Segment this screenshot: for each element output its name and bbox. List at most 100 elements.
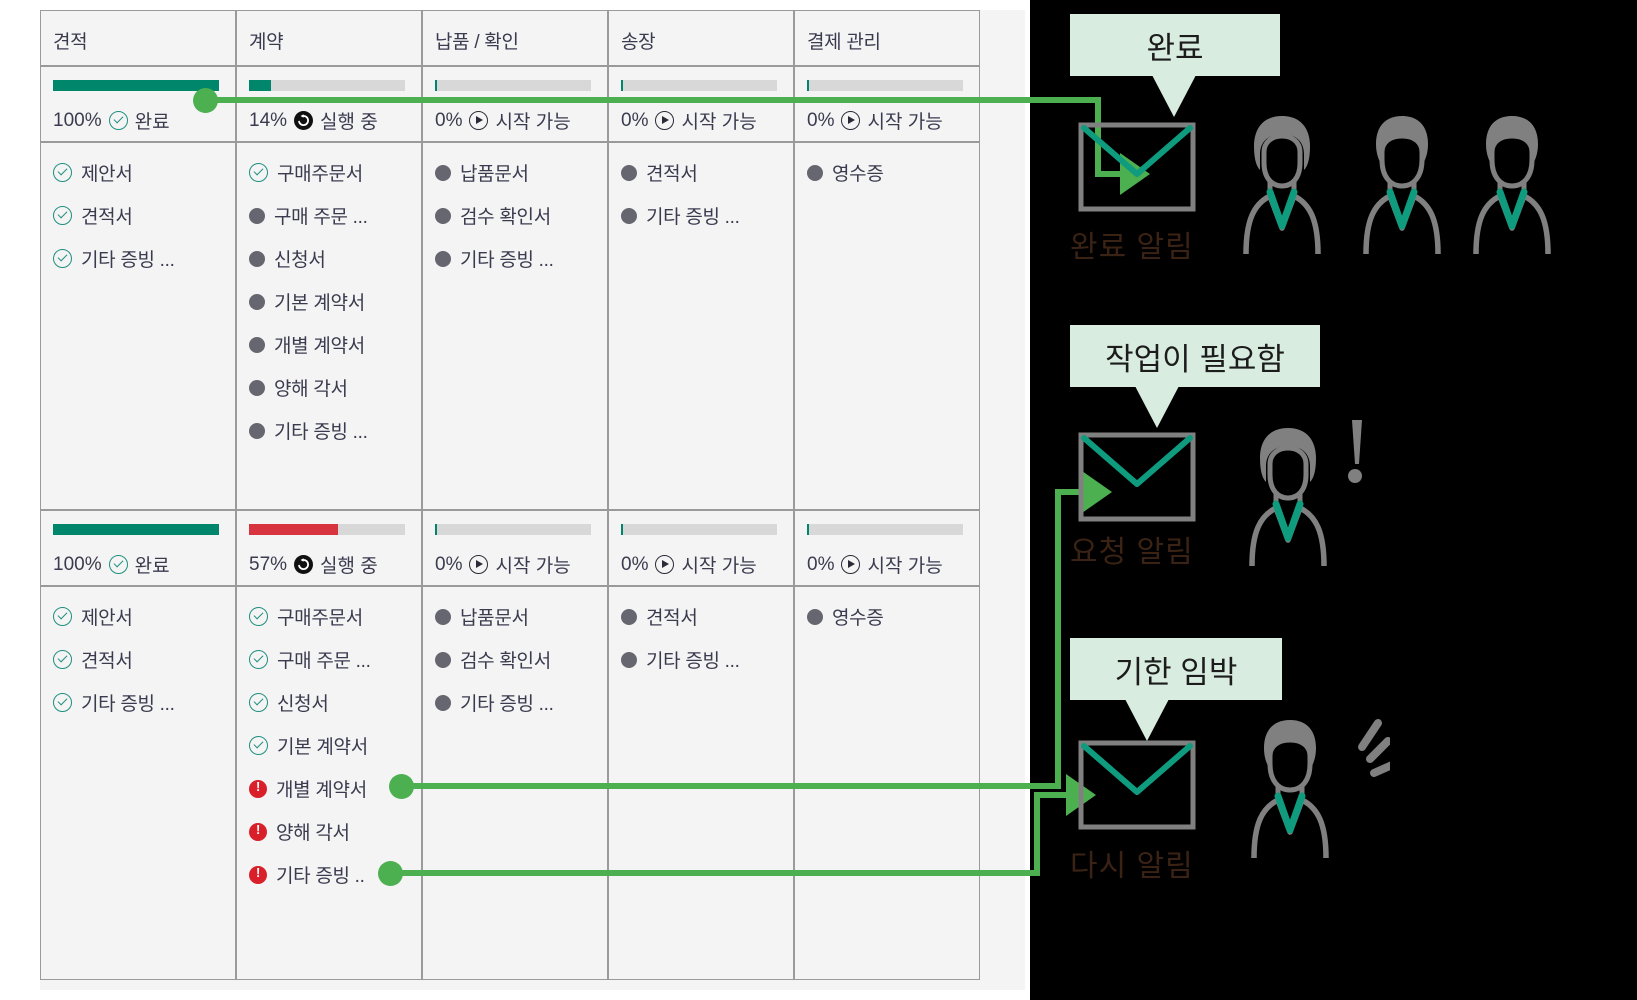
list-item[interactable]: 개별 계약서 [249,767,371,810]
progress-bar-track [621,80,777,91]
list-item[interactable]: 제안서 [53,595,175,638]
progress-bar-track [807,80,963,91]
status-label: 완료 [134,556,170,577]
envelope-icon[interactable] [1078,122,1196,217]
list-item[interactable]: 양해 각서 [249,366,368,409]
callout-bubble: 기한 임박 [1070,638,1282,700]
list-item[interactable]: 양해 각서 [249,810,371,853]
document-label: 납품문서 [460,608,529,629]
list-item[interactable]: 구매 주문 ... [249,638,371,681]
envelope-label: 다시 알림 [1070,850,1194,883]
list-item[interactable]: 검수 확인서 [435,194,554,237]
progress-bar-track [435,524,591,535]
status-line: 0%시작 가능 [807,107,943,134]
connector-line-complete-h2 [1095,171,1125,177]
list-item[interactable]: 기타 증빙 ... [249,409,368,452]
document-label: 기타 증빙 ... [274,422,368,443]
gray-dot-icon [435,694,451,711]
document-label: 기본 계약서 [277,737,368,758]
document-label: 견적서 [646,164,698,185]
table-progress-cell: 0%시작 가능 [608,66,794,142]
list-item[interactable]: 견적서 [53,194,175,237]
list-item[interactable]: 구매 주문 ... [249,194,368,237]
status-line: 0%시작 가능 [621,107,757,134]
list-item[interactable]: 제안서 [53,151,175,194]
document-label: 견적서 [81,651,133,672]
callout-tail [1135,386,1179,428]
connector-line-complete-h1 [205,97,1101,103]
progress-bar-fill [807,524,810,535]
envelope-label: 요청 알림 [1070,536,1194,569]
document-label: 기타 증빙 ... [460,250,554,271]
column-header-label: 계약 [249,32,284,53]
progress-bar-fill [621,80,624,91]
progress-percent: 100% [53,553,102,575]
table-header-cell: 결제 관리 [794,10,980,66]
document-label: 기타 증빙 ... [81,250,175,271]
connector-line-request-h2 [1055,489,1087,495]
connector-line-reminder-v [1034,792,1040,876]
gray-dot-icon [249,207,265,224]
envelope-icon[interactable] [1078,740,1196,835]
progress-bar-track [435,80,591,91]
list-item[interactable]: 검수 확인서 [435,638,554,681]
list-item[interactable]: 신청서 [249,681,371,724]
list-item[interactable]: 기타 증빙 ... [435,237,554,280]
gray-dot-icon [249,336,265,353]
running-icon [294,555,314,574]
list-item[interactable]: 납품문서 [435,595,554,638]
list-item[interactable]: 기타 증빙 ... [435,681,554,724]
list-item[interactable]: 개별 계약서 [249,323,368,366]
progress-bar-fill [249,80,271,91]
list-item[interactable]: 영수증 [807,151,884,194]
progress-percent: 100% [53,109,102,131]
document-label: 기타 증빙 ... [646,207,740,228]
envelope-icon[interactable] [1078,432,1196,527]
check-circle-icon [249,163,268,182]
table-progress-cell: 57%실행 중 [236,510,422,586]
document-label: 기본 계약서 [274,293,365,314]
list-item[interactable]: 기타 증빙 .. [249,853,371,896]
gray-dot-icon [249,379,265,396]
list-item[interactable]: 구매주문서 [249,595,371,638]
list-item[interactable]: 견적서 [53,638,175,681]
running-icon [294,111,314,130]
person-avatar [1232,108,1332,263]
list-item[interactable]: 신청서 [249,237,368,280]
check-circle-icon [249,607,268,626]
list-item[interactable]: 납품문서 [435,151,554,194]
progress-percent: 0% [435,553,463,575]
document-label: 구매 주문 ... [277,651,371,672]
connector-line-reminder-h1 [390,870,1040,876]
check-circle-icon [249,693,268,712]
document-label: 양해 각서 [274,379,348,400]
list-item[interactable]: 구매주문서 [249,151,368,194]
list-item[interactable]: 기타 증빙 ... [53,681,175,724]
play-circle-icon [841,111,861,130]
column-header-label: 납품 / 확인 [435,32,519,53]
status-line: 14%실행 중 [249,107,378,134]
document-label: 구매주문서 [277,164,363,185]
list-item[interactable]: 기타 증빙 ... [621,638,740,681]
status-line: 57%실행 중 [249,551,378,578]
alert-icon [249,822,267,841]
status-label: 시작 가능 [495,112,571,133]
progress-bar-track [249,80,405,91]
status-label: 시작 가능 [495,556,571,577]
table-header-cell: 견적 [40,10,236,66]
document-label: 구매주문서 [277,608,363,629]
list-item[interactable]: 기타 증빙 ... [621,194,740,237]
list-item[interactable]: 기본 계약서 [249,724,371,767]
list-item[interactable]: 견적서 [621,151,740,194]
status-line: 100%완료 [53,107,170,134]
list-item[interactable]: 기타 증빙 ... [53,237,175,280]
play-circle-icon [655,555,675,574]
document-label: 제안서 [81,608,133,629]
list-item[interactable]: 기본 계약서 [249,280,368,323]
list-item[interactable]: 견적서 [621,595,740,638]
progress-percent: 57% [249,553,288,575]
list-item[interactable]: 영수증 [807,595,884,638]
